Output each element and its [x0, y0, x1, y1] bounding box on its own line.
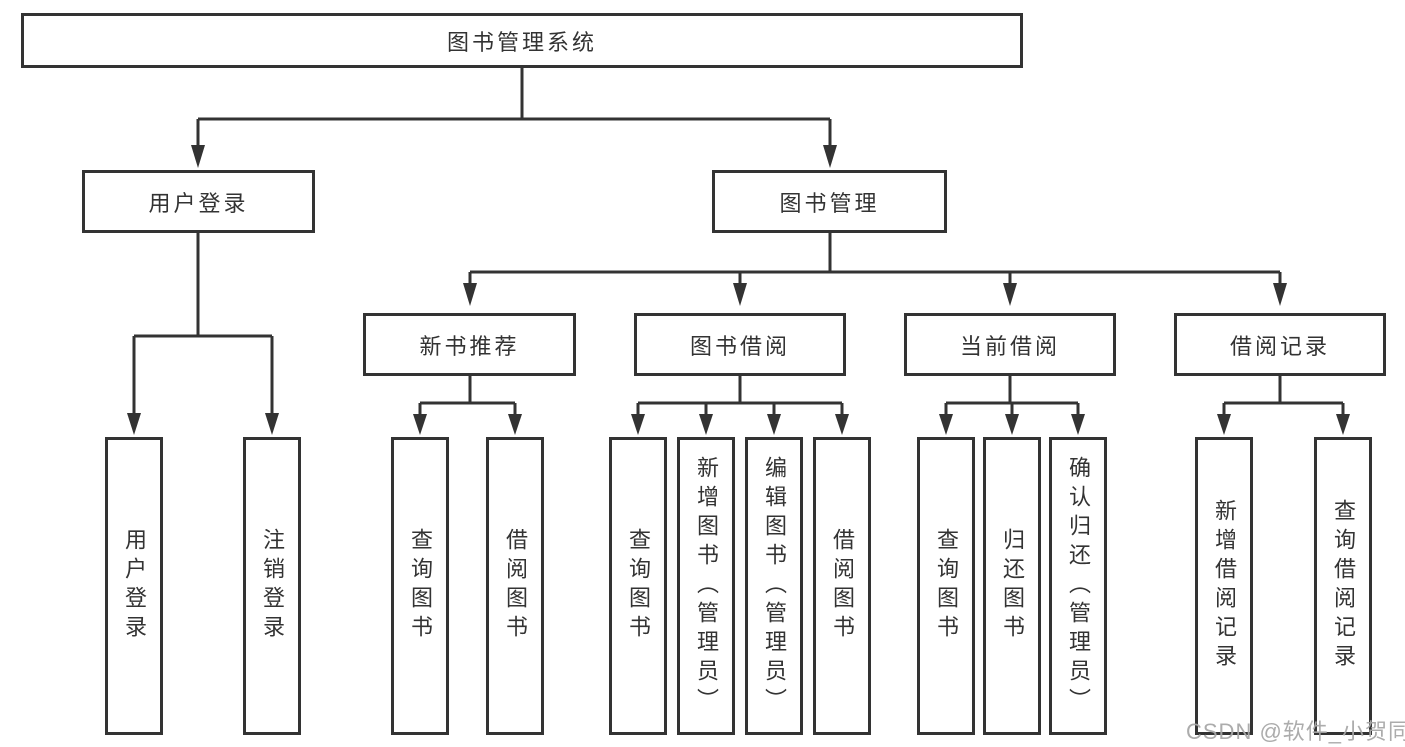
connector-new-book-rec-to-leaves — [413, 376, 522, 435]
leaf-borrow-books: 借阅图书 — [813, 437, 871, 735]
leaf-edit-books-admin: 编辑图书（管理员） — [745, 437, 803, 735]
arrowhead-new-book-rec — [463, 283, 477, 306]
leaf-query-books-recommend: 查询图书 — [391, 437, 449, 735]
leaf-query-borrow-record: 查询借阅记录 — [1314, 437, 1372, 735]
csdn-watermark: CSDN @软件_小贺同学 — [1186, 719, 1405, 744]
leaf-user-login: 用户登录 — [105, 437, 163, 735]
arrowhead-leaf-logout — [265, 413, 279, 435]
node-new-book-recommend: 新书推荐 — [363, 313, 576, 376]
connector-root-to-level2 — [191, 68, 837, 168]
leaf-logout: 注销登录 — [243, 437, 301, 735]
arrowhead-borrow-records — [1273, 283, 1287, 306]
leaf-query-books-current: 查询图书 — [917, 437, 975, 735]
arrowhead-user-login — [191, 145, 205, 168]
node-book-management: 图书管理 — [712, 170, 947, 233]
connector-book-borrow-to-leaves — [631, 376, 849, 435]
arrowhead-book-mgmt — [823, 145, 837, 168]
node-user-login: 用户登录 — [82, 170, 315, 233]
connector-current-borrow-to-leaves — [939, 376, 1085, 435]
arrowhead-leaf-user-login — [127, 413, 141, 435]
leaf-return-books: 归还图书 — [983, 437, 1041, 735]
node-current-borrow: 当前借阅 — [904, 313, 1116, 376]
leaf-borrow-books-recommend: 借阅图书 — [486, 437, 544, 735]
node-root: 图书管理系统 — [21, 13, 1023, 68]
leaf-query-books-borrow: 查询图书 — [609, 437, 667, 735]
leaf-add-borrow-record: 新增借阅记录 — [1195, 437, 1253, 735]
arrowhead-book-borrow — [733, 283, 747, 306]
arrowhead-current-borrow — [1003, 283, 1017, 306]
connector-user-login-to-leaves — [127, 233, 279, 435]
leaf-confirm-return-admin: 确认归还（管理员） — [1049, 437, 1107, 735]
connector-book-mgmt-to-level3 — [463, 233, 1287, 306]
leaf-add-books-admin: 新增图书（管理员） — [677, 437, 735, 735]
node-borrow-records: 借阅记录 — [1174, 313, 1386, 376]
connector-borrow-records-to-leaves — [1217, 376, 1350, 435]
node-book-borrow: 图书借阅 — [634, 313, 846, 376]
